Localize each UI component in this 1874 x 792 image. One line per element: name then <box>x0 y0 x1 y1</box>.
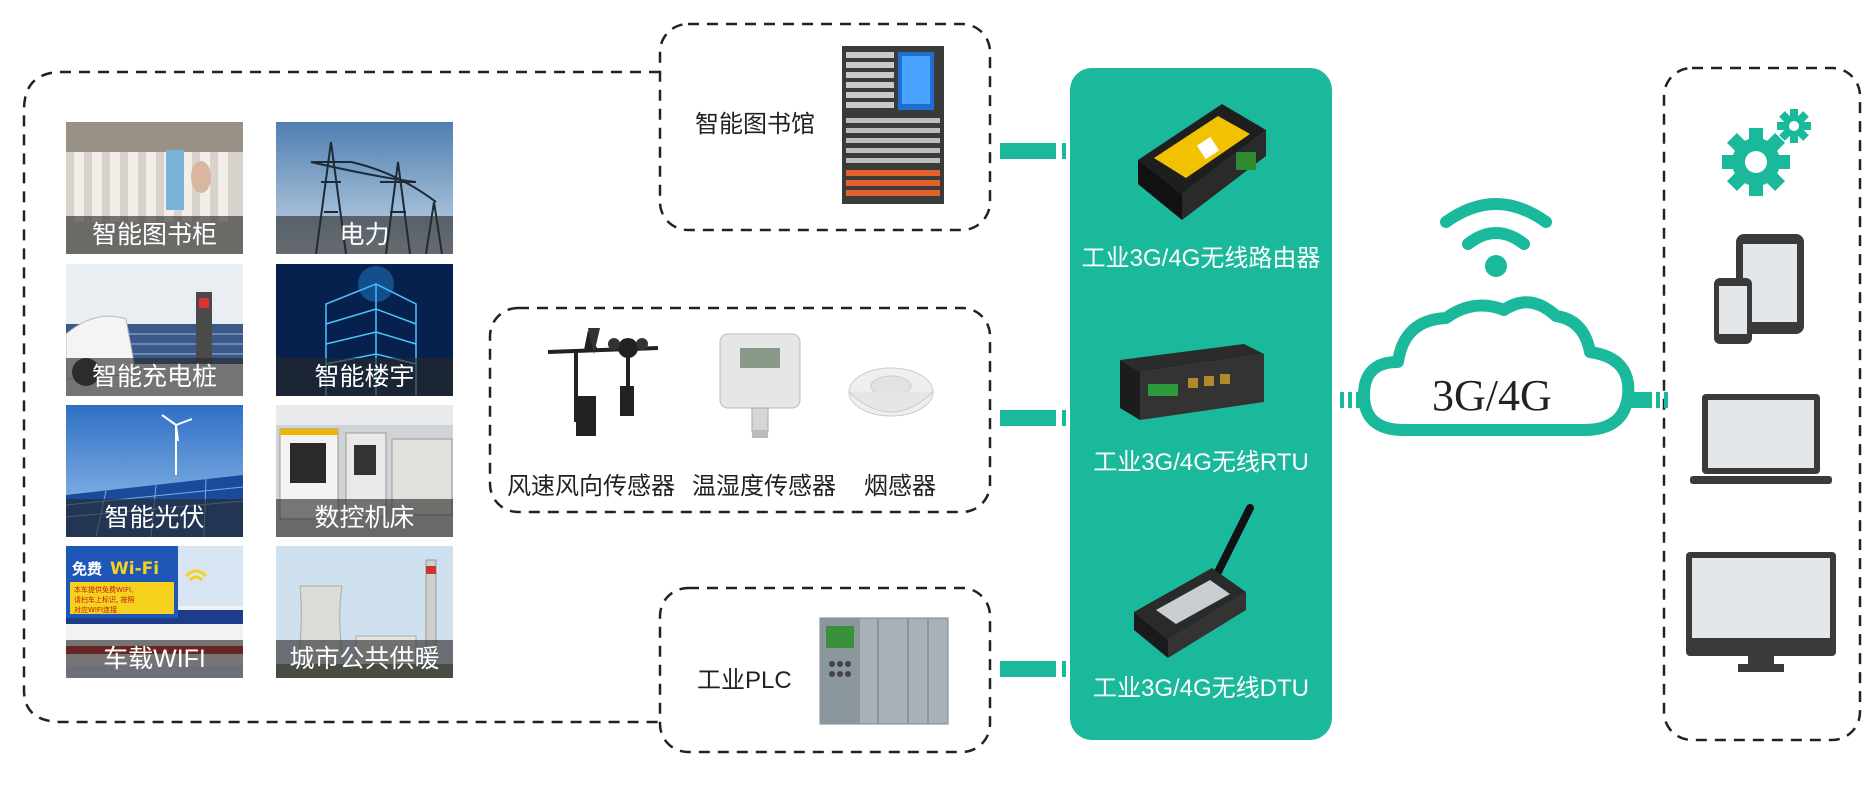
tile-charging-pile: 智能充电桩 <box>66 264 243 396</box>
wind-sensor-image <box>547 328 659 436</box>
gear-icon <box>1722 109 1811 196</box>
tile-heating: 城市公共供暖 <box>276 546 453 678</box>
tile-label: 智能光伏 <box>66 499 243 537</box>
plc-image <box>819 617 949 725</box>
library-kiosk-image <box>842 46 944 204</box>
device-label-dtu: 工业3G/4G无线DTU <box>1092 675 1310 702</box>
sensor-label-wind: 风速风向传感器 <box>507 473 675 500</box>
cloud-icon <box>1340 296 1668 436</box>
library-label: 智能图书馆 <box>695 111 815 138</box>
svg-text:Wi-Fi: Wi-Fi <box>110 559 159 579</box>
tile-book-cabinet: 智能图书柜 <box>66 122 243 254</box>
tile-label: 智能图书柜 <box>66 216 243 254</box>
device-label-router: 工业3G/4G无线路由器 <box>1081 245 1321 272</box>
mobile-devices-icon <box>1714 234 1804 344</box>
svg-text:免费: 免费 <box>72 560 102 578</box>
connector-library <box>1000 143 1080 159</box>
router-image <box>1138 104 1266 220</box>
library-frame <box>658 22 992 232</box>
tile-power: 电力 <box>276 122 453 254</box>
dtu-image <box>1134 504 1254 658</box>
tile-label: 智能楼宇 <box>276 358 453 396</box>
tile-label: 电力 <box>276 216 453 254</box>
tile-bus-wifi: 免费 Wi-Fi 本车提供免费WIFI, 请扫车上标识, 按照 对应WIFI连接… <box>66 546 243 678</box>
tile-label: 车载WIFI <box>66 640 243 678</box>
tile-label: 数控机床 <box>276 499 453 537</box>
tile-smart-building: 智能楼宇 <box>276 264 453 396</box>
svg-text:请扫车上标识, 按照: 请扫车上标识, 按照 <box>74 595 134 604</box>
tile-label: 智能充电桩 <box>66 358 243 396</box>
plc-label: 工业PLC <box>697 667 792 694</box>
svg-text:本车提供免费WIFI,: 本车提供免费WIFI, <box>74 585 133 594</box>
rtu-image <box>1120 344 1264 420</box>
svg-text:对应WIFI连接: 对应WIFI连接 <box>74 605 117 614</box>
sensor-label-smoke: 烟感器 <box>864 473 936 500</box>
monitor-icon <box>1686 552 1836 672</box>
humidity-sensor-image <box>719 333 801 438</box>
sensors-frame <box>488 306 992 514</box>
sensor-label-humidity: 温湿度传感器 <box>692 473 836 500</box>
plc-frame <box>658 586 992 754</box>
device-label-rtu: 工业3G/4G无线RTU <box>1093 449 1309 476</box>
tile-solar: 智能光伏 <box>66 405 243 537</box>
wifi-icon <box>1440 198 1552 277</box>
connector-sensors <box>1000 410 1080 426</box>
tile-cnc: 数控机床 <box>276 405 453 537</box>
smoke-detector-image <box>848 367 934 417</box>
book-cabinet-photo <box>66 122 243 254</box>
laptop-icon <box>1690 394 1832 484</box>
cloud-label: 3G/4G <box>1432 371 1552 420</box>
tile-label: 城市公共供暖 <box>276 640 453 678</box>
applications-frame <box>22 70 660 724</box>
